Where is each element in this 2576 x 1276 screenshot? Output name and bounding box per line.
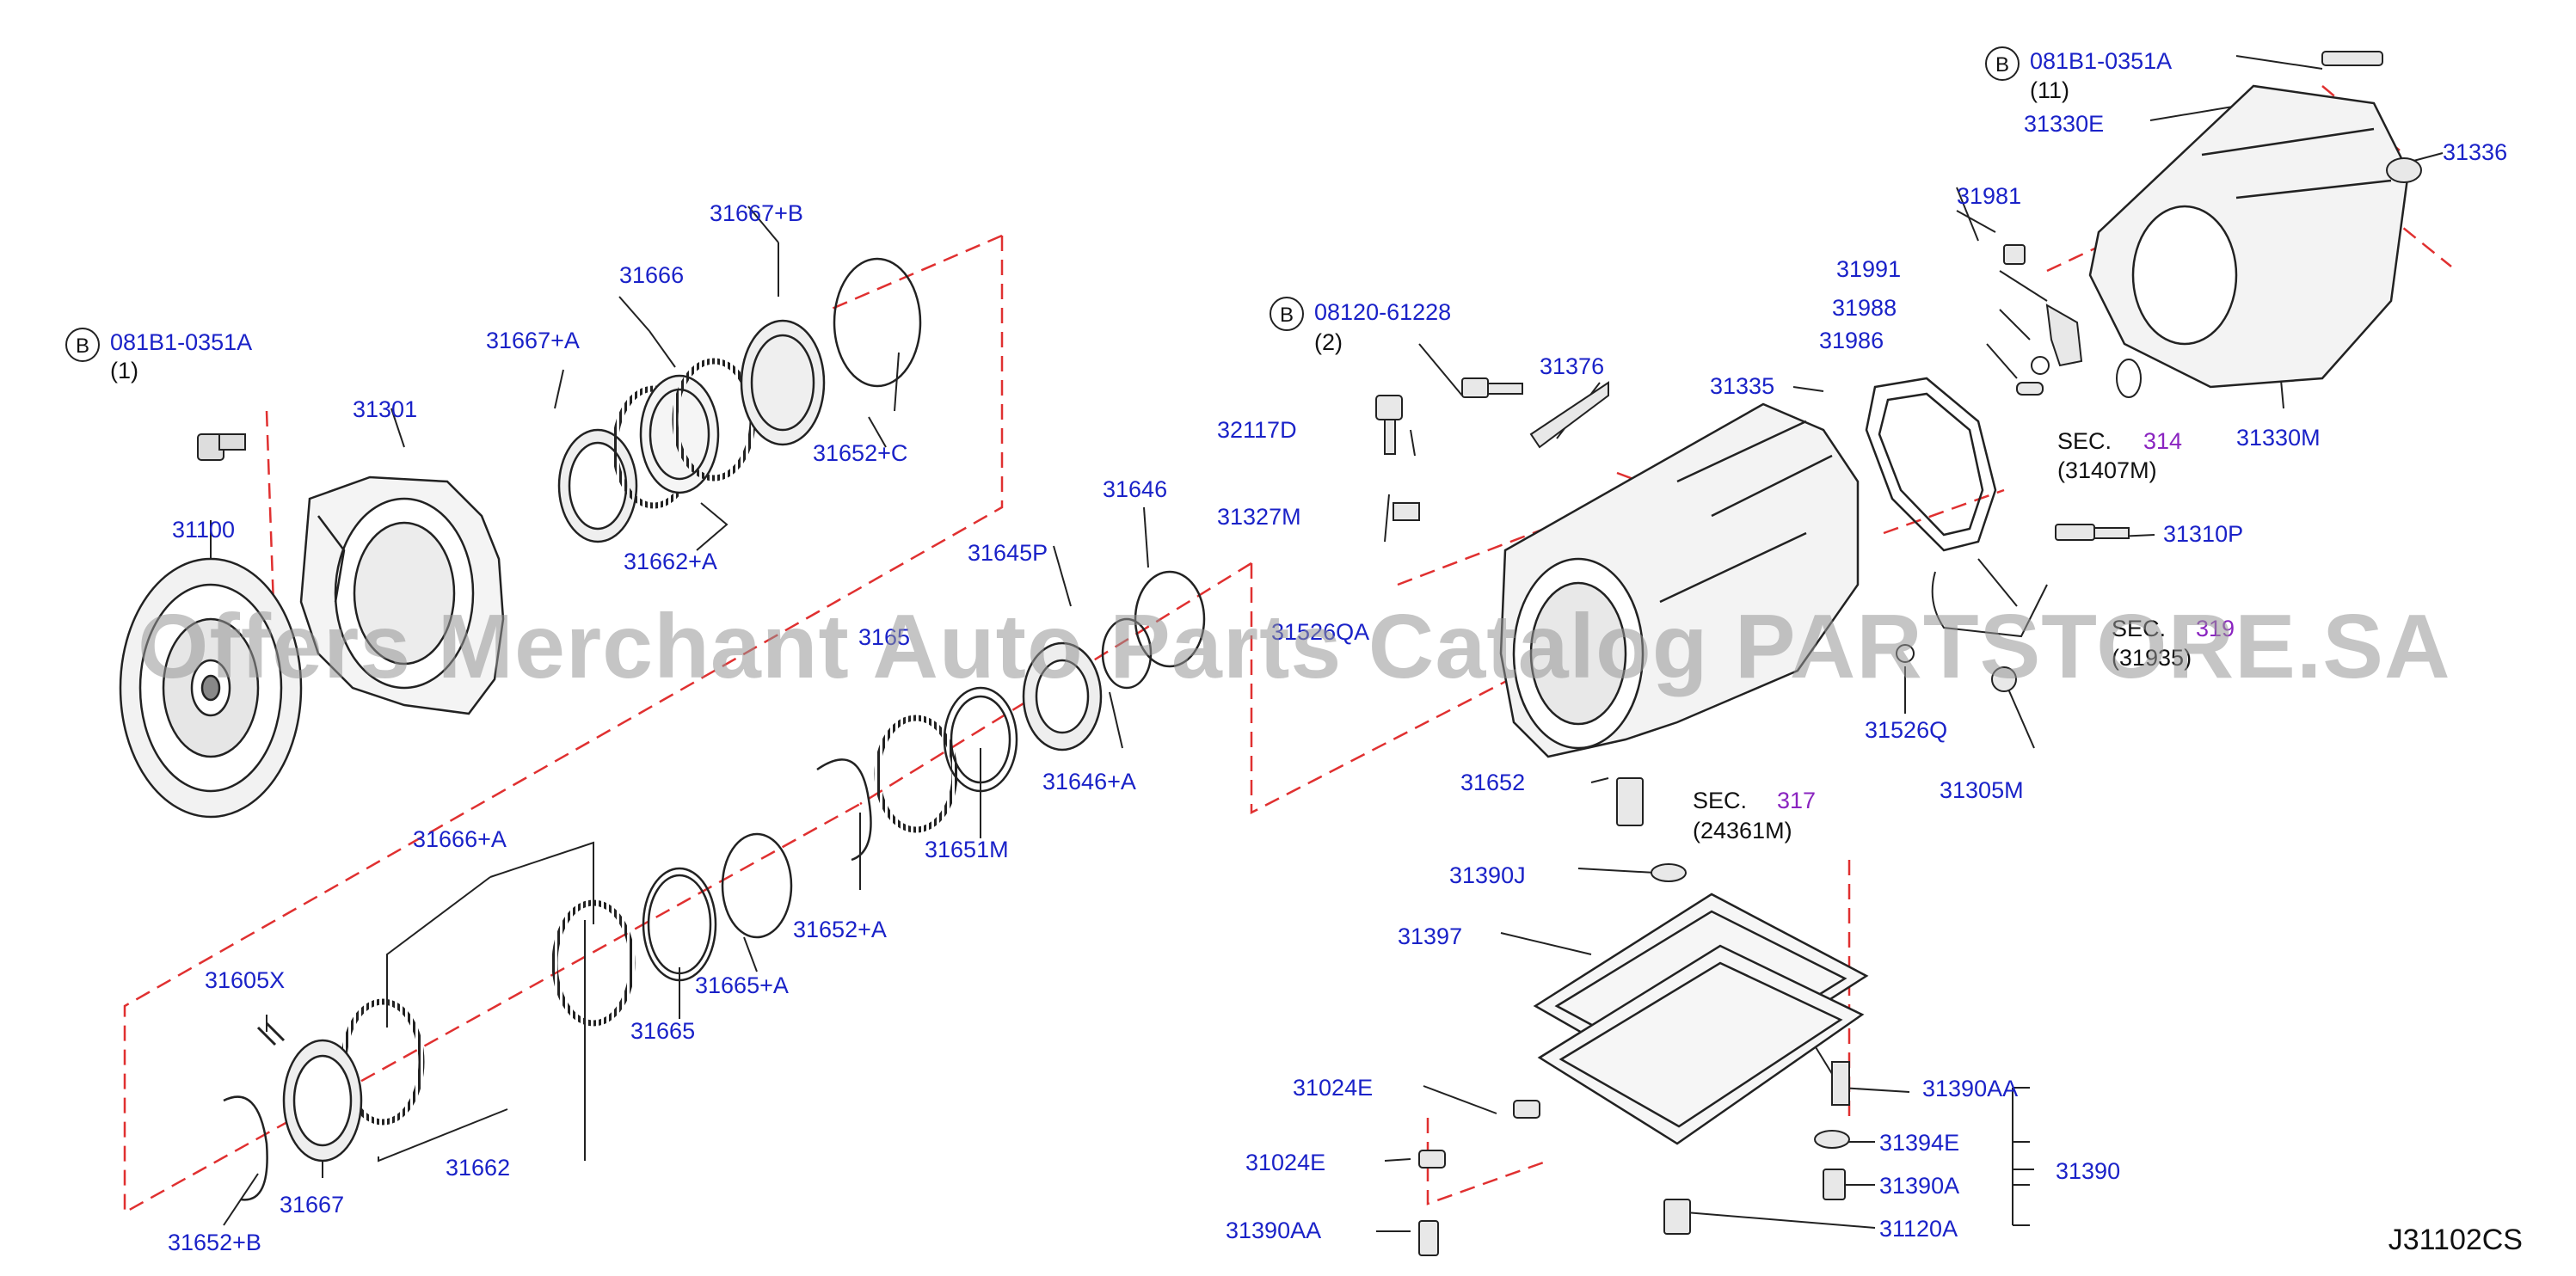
part-label-31662a: 31662+A — [624, 549, 717, 574]
clutch-components-mid — [816, 570, 1206, 862]
converter-housing-31301 — [299, 475, 505, 715]
sec-314-ref: (31407M) — [2057, 457, 2157, 483]
part-label-31652c: 31652+C — [813, 440, 908, 466]
part-label-31667a: 31667+A — [486, 328, 580, 353]
part-label-31526qa: 31526QA — [1271, 619, 1370, 645]
part-label-31526q: 31526Q — [1865, 717, 1948, 743]
transmission-case-31335 — [1499, 402, 1860, 758]
bolt-marker-left: B — [65, 328, 100, 362]
part-label-31335: 31335 — [1710, 373, 1775, 399]
sec-317-prefix: SEC. — [1693, 788, 1748, 813]
part-label-31652: 31652 — [1460, 770, 1526, 795]
part-label-31981: 31981 — [1957, 183, 2022, 209]
part-label-31336: 31336 — [2443, 139, 2508, 165]
part-label-31652a: 31652+A — [793, 917, 887, 942]
bolt-081b1-left — [197, 433, 246, 461]
part-label-31330m: 31330M — [2236, 425, 2321, 451]
gasket-31986 — [1865, 377, 1997, 552]
part-label-31646: 31646 — [1103, 476, 1168, 502]
clutch-packs-upper — [557, 257, 922, 543]
part-label-32117d: 32117D — [1217, 417, 1297, 443]
part-label-31390a: 31390A — [1879, 1173, 1960, 1199]
bolt-note-left-qty: (1) — [110, 358, 138, 383]
part-label-31100: 31100 — [172, 517, 236, 543]
bolt-marker-right: B — [1985, 46, 2020, 81]
sec-317-ref: (24361M) — [1693, 818, 1792, 844]
part-label-31986: 31986 — [1819, 328, 1884, 353]
part-label-31390aa-1: 31390AA — [1226, 1218, 1322, 1243]
part-label-31376: 31376 — [1540, 353, 1605, 379]
oil-pan-31397 — [1533, 893, 1869, 1145]
part-label-31390: 31390 — [2056, 1158, 2121, 1184]
sec-317-num: 317 — [1777, 788, 1817, 813]
bolt-note-mid-part: 08120-61228 — [1314, 299, 1452, 325]
part-label-31667b: 31667+B — [710, 200, 803, 226]
part-label-31667: 31667 — [280, 1192, 345, 1218]
part-label-31390j: 31390J — [1449, 862, 1526, 888]
part-label-31310p: 31310P — [2163, 521, 2244, 547]
extension-housing-31330m — [2088, 84, 2410, 389]
part-label-31330e: 31330E — [2024, 111, 2105, 137]
torque-converter-31100 — [119, 557, 303, 819]
part-label-31605x: 31605X — [205, 967, 286, 993]
part-label-31651m: 31651M — [925, 837, 1009, 862]
part-label-31024e-2: 31024E — [1245, 1150, 1326, 1175]
small-parts — [1375, 51, 2422, 1256]
part-label-31665: 31665 — [630, 1018, 696, 1044]
part-label-31327m: 31327M — [1217, 504, 1301, 530]
bolt-note-right-qty: (11) — [2030, 77, 2070, 103]
part-label-31652b: 31652+B — [168, 1230, 261, 1255]
sec-319-prefix: SEC. — [2112, 616, 2167, 641]
sec-319-ref: (31935) — [2112, 645, 2192, 671]
part-label-31666: 31666 — [619, 262, 685, 288]
diagram-code: J31102CS — [2388, 1224, 2523, 1256]
part-label-31394e: 31394E — [1879, 1130, 1960, 1156]
bolt-note-right-part: 081B1-0351A — [2030, 48, 2173, 74]
part-label-31988: 31988 — [1832, 295, 1897, 321]
part-label-31301: 31301 — [353, 396, 418, 422]
part-label-31665a: 31665+A — [695, 972, 789, 998]
part-label-31662: 31662 — [446, 1155, 511, 1181]
part-label-31120a: 31120A — [1879, 1216, 1958, 1242]
part-label-31991: 31991 — [1836, 256, 1902, 282]
bolt-note-left-part: 081B1-0351A — [110, 329, 253, 355]
bolt-marker-mid: B — [1270, 297, 1304, 331]
bolt-note-mid-qty: (2) — [1314, 329, 1343, 355]
sec-319-num: 319 — [2196, 616, 2235, 641]
part-label-31390aa-2: 31390AA — [1922, 1076, 2019, 1101]
part-label-31397: 31397 — [1398, 923, 1463, 949]
part-label-31305m: 31305M — [1940, 777, 2024, 803]
clutch-packs-lower — [223, 832, 793, 1201]
part-label-31024e-1: 31024E — [1293, 1075, 1374, 1101]
part-label-31645p: 31645P — [968, 540, 1048, 566]
part-label-31666a: 31666+A — [413, 826, 507, 852]
sec-314-num: 314 — [2143, 428, 2183, 454]
sec-314-prefix: SEC. — [2057, 428, 2112, 454]
watermark: Offers Merchant Auto Parts Catalog PARTS… — [138, 596, 2451, 697]
part-label-3165x: 3165 — [858, 624, 911, 650]
part-label-31646a: 31646+A — [1042, 769, 1136, 794]
